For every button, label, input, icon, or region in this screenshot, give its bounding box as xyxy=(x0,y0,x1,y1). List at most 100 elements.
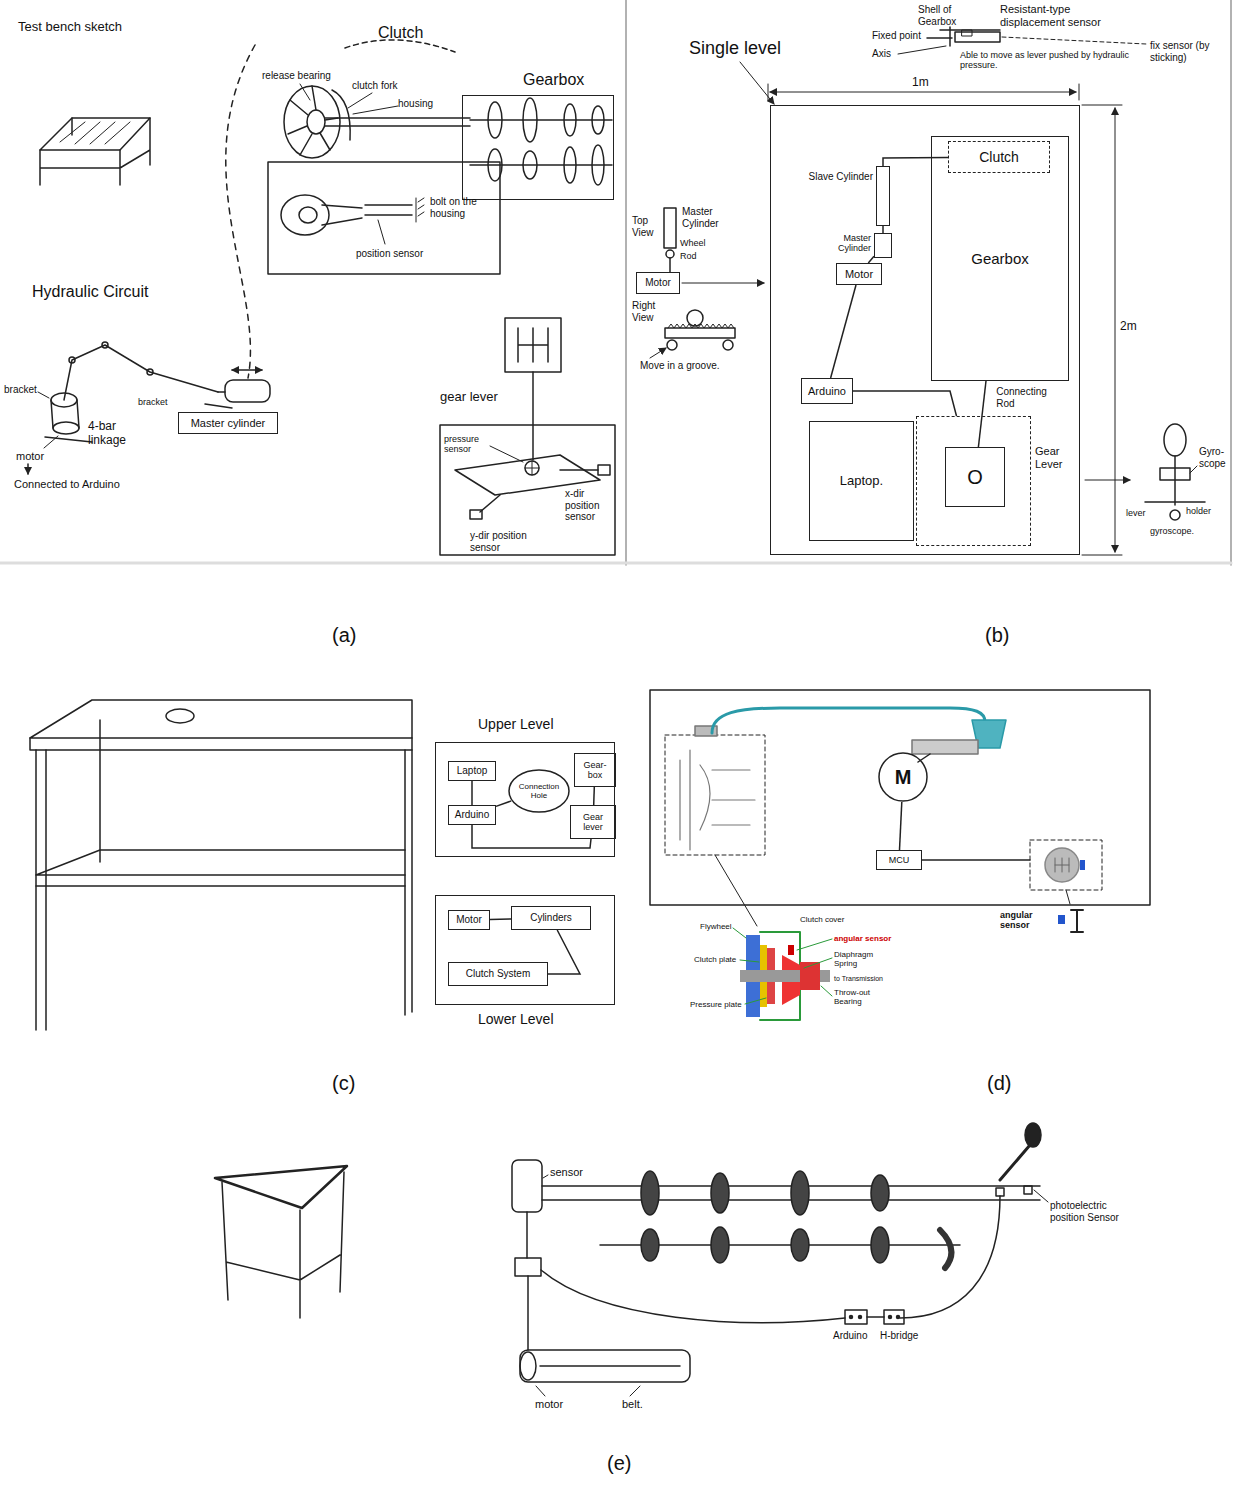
box-label: Connection Hole xyxy=(508,782,570,800)
annotation-label: Diaphragm Spring xyxy=(834,950,889,968)
motor-symbol: M xyxy=(878,752,928,802)
box-label: M xyxy=(893,766,914,789)
annotation-label: photoelectric position Sensor xyxy=(1050,1200,1135,1223)
sketch-title: Test bench sketch xyxy=(18,20,122,35)
connector-line xyxy=(548,930,580,974)
annotation-label: Clutch cover xyxy=(800,915,844,924)
annotation-label: Axis xyxy=(872,48,891,60)
annotation-label: Rod xyxy=(680,251,697,261)
connector-line xyxy=(471,781,473,805)
box-label: Clutch xyxy=(977,149,1021,165)
annotation-label: release bearing xyxy=(262,70,331,82)
clutch-box: Clutch xyxy=(948,141,1050,173)
motor-box: Motor xyxy=(836,263,882,285)
box-label: Master cylinder xyxy=(189,417,268,430)
motor-box: Motor xyxy=(636,272,680,294)
annotation-label: Able to move as lever pushed by hydrauli… xyxy=(960,50,1130,71)
box-label: Gear-box xyxy=(575,760,615,781)
panel-label: (e) xyxy=(607,1452,631,1475)
annotation-label: Gyro-scope xyxy=(1199,446,1229,469)
section-heading: Clutch xyxy=(378,24,423,42)
annotation-label: gyroscope. xyxy=(1150,526,1194,536)
annotation-label: holder xyxy=(1186,506,1211,516)
connector-line xyxy=(472,825,591,848)
arduino-box: Arduino xyxy=(448,805,496,825)
box-label: Clutch System xyxy=(464,968,532,980)
box-label: Single level xyxy=(689,38,781,59)
annotation-label: Arduino xyxy=(833,1330,867,1342)
clutch-system-box: Clutch System xyxy=(448,962,548,986)
arduino-box: Arduino xyxy=(801,378,853,404)
annotation-label: Right View xyxy=(632,300,664,323)
annotation-label: position sensor xyxy=(356,248,423,260)
mcu-box: MCU xyxy=(876,850,922,870)
connector-line xyxy=(593,787,595,805)
gear-lever-box: Gear LeverO xyxy=(916,416,1031,546)
bench-level-frame: Single levelGearboxClutchSlave CylinderM… xyxy=(770,105,1080,555)
annotation-label: clutch fork xyxy=(352,80,398,92)
box-label: Laptop. xyxy=(838,474,885,489)
box-label: Slave Cylinder xyxy=(795,171,873,183)
connector-line xyxy=(883,157,948,166)
connector-line xyxy=(853,391,957,416)
connector-line xyxy=(978,381,986,447)
connector-line xyxy=(490,918,511,920)
laptop-box: Laptop. xyxy=(809,421,914,541)
box-label: Motor xyxy=(843,268,875,281)
slave-cylinder: Slave Cylinder xyxy=(876,166,890,226)
section-heading: gear lever xyxy=(440,390,498,405)
box-label: Gear lever xyxy=(571,812,615,833)
section-heading: Hydraulic Circuit xyxy=(32,283,148,301)
panel-label: (c) xyxy=(332,1072,355,1095)
annotation-label: y-dir position sensor xyxy=(470,530,545,553)
gearbox-box: Gear-box xyxy=(574,753,616,787)
annotation-label: bracket xyxy=(4,384,37,396)
annotation-label: Resistant-type displacement sensor xyxy=(1000,3,1120,28)
gearbox-box: Gearbox xyxy=(462,95,614,200)
annotation-label: Pressure plate xyxy=(690,1000,742,1009)
annotation-label: Shell of Gearbox xyxy=(918,4,966,27)
box-label: Arduino xyxy=(453,809,491,821)
dimension-label: 1m xyxy=(912,76,929,90)
annotation-label: bolt on the housing xyxy=(430,196,498,219)
annotation-label: lever xyxy=(1126,508,1146,518)
annotation-label: Clutch plate xyxy=(694,955,736,964)
annotation-label: Connected to Arduino xyxy=(14,478,120,491)
connector-line xyxy=(496,801,511,807)
box-label: Arduino xyxy=(806,385,848,398)
laptop-box: Laptop xyxy=(448,761,496,781)
annotation-label: Flywheel xyxy=(700,922,732,931)
annotation-label: belt. xyxy=(622,1398,643,1411)
box-label: Gearbox xyxy=(523,71,584,89)
annotation-label: housing xyxy=(398,98,433,110)
annotation-label: motor xyxy=(16,450,44,463)
annotation-label: Move in a groove. xyxy=(640,360,720,372)
master-cylinder-box: Master cylinder xyxy=(178,412,278,434)
annotation-label: Throw-out Bearing xyxy=(834,988,889,1006)
level-frame: Lower LevelMotorCylindersClutch System xyxy=(435,895,615,1005)
box-label: Gearbox xyxy=(969,250,1031,267)
connector-line xyxy=(900,802,902,850)
cylinders-box: Cylinders xyxy=(511,906,591,930)
box-label: Motor xyxy=(643,277,673,289)
connector-line xyxy=(882,226,884,233)
annotation-label: angular sensor xyxy=(1000,910,1055,931)
box-label: Lower Level xyxy=(478,1011,554,1027)
annotation-label: Top View xyxy=(632,215,660,238)
annotation-label: bracket xyxy=(138,397,168,407)
annotation-label: 4-bar linkage xyxy=(88,420,140,448)
annotation-label: H-bridge xyxy=(880,1330,918,1342)
box-label: Motor xyxy=(454,914,484,926)
annotation-label: Master Cylinder xyxy=(682,206,734,229)
annotation-label: motor xyxy=(535,1398,563,1411)
annotation-label: sensor xyxy=(550,1166,583,1179)
panel-label: (b) xyxy=(985,624,1009,647)
gearbox-box: Gearbox Clutch xyxy=(931,136,1069,381)
box-label: MCU xyxy=(887,855,912,865)
box-label: Upper Level xyxy=(478,716,554,732)
motor-box: Motor xyxy=(448,910,490,930)
lever-base-box: O xyxy=(945,447,1005,507)
